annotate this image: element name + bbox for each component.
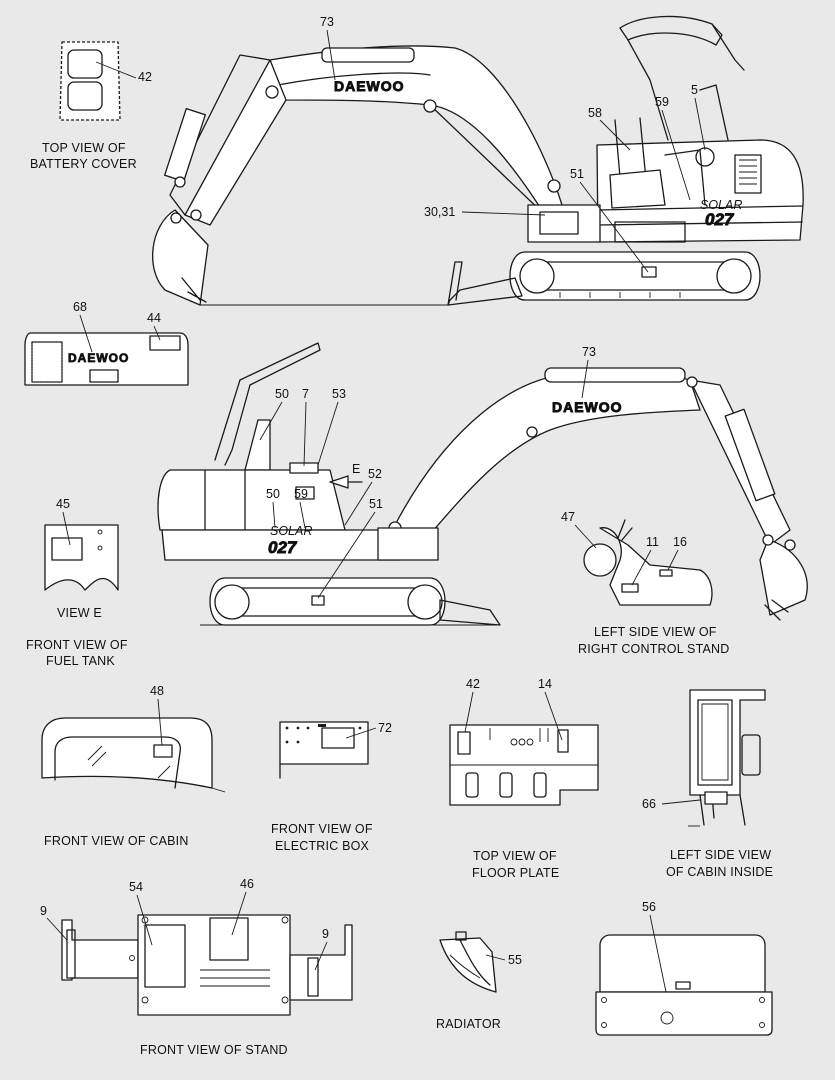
callout-50-upper: 50 [275,387,289,401]
caption-radiator: RADIATOR [436,1017,501,1031]
callout-66: 66 [642,797,656,811]
model-text-side: 027 [268,538,298,557]
cabin-front-view: 48 FRONT VIEW OF CABIN [41,684,226,848]
callout-11: 11 [646,535,659,549]
rear-panel-view: 56 [595,900,773,1036]
caption-ebox-line1: FRONT VIEW OF [271,822,373,836]
caption-fuel-line1: FRONT VIEW OF [26,638,128,652]
excavator-side-view-right: 027 SOLAR E DAEWOO 50 7 53 [157,342,808,626]
caption-cabin-inside-line2: OF CABIN INSIDE [666,865,773,879]
callout-73-top: 73 [320,15,334,29]
caption-stand-line1: LEFT SIDE VIEW OF [594,625,717,639]
caption-stand: FRONT VIEW OF STAND [140,1043,288,1057]
callout-55: 55 [508,953,522,967]
callout-30-31: 30,31 [424,205,455,219]
model-text-top: 027 [705,210,735,229]
callout-48: 48 [150,684,164,698]
callout-42-floor: 42 [466,677,480,691]
battery-cover-view: 42 TOP VIEW OF BATTERY COVER [30,41,152,171]
callout-59-top: 59 [655,95,669,109]
callout-56: 56 [642,900,656,914]
callout-46: 46 [240,877,254,891]
caption-battery-line2: BATTERY COVER [30,157,137,171]
callout-51-side: 51 [369,497,383,511]
callout-42-battery: 42 [138,70,152,84]
radiator-view: 55 RADIATOR [436,931,522,1031]
cabin-inside-view: 66 LEFT SIDE VIEW OF CABIN INSIDE [642,689,773,879]
callout-44: 44 [147,311,161,325]
callout-14: 14 [538,677,552,691]
caption-fuel-line2: FUEL TANK [46,654,115,668]
callout-5: 5 [691,83,698,97]
excavator-side-view-left: 027 SOLAR DAEWOO 73 [152,15,804,306]
stand-front-view: 9 54 46 9 FRONT VIEW OF STAND [40,877,353,1057]
callout-7: 7 [302,387,309,401]
caption-cabin-inside-line1: LEFT SIDE VIEW [670,848,771,862]
daewoo-logo-hood: DAEWOO [68,351,129,365]
caption-view-e: VIEW E [57,606,102,620]
caption-ebox-line2: ELECTRIC BOX [275,839,370,853]
floor-plate-view: 42 14 TOP VIEW OF FLOOR PLATE [449,677,599,880]
svg-text:SOLAR: SOLAR [700,198,742,212]
callout-47: 47 [561,510,575,524]
callout-54: 54 [129,880,143,894]
callout-45: 45 [56,497,70,511]
callout-50-lower: 50 [266,487,280,501]
caption-battery-line1: TOP VIEW OF [42,141,126,155]
callout-68: 68 [73,300,87,314]
daewoo-logo-top: DAEWOO [334,78,405,94]
callout-9-right: 9 [322,927,329,941]
callout-72: 72 [378,721,392,735]
caption-floor-line2: FLOOR PLATE [472,866,559,880]
callout-59-side: 59 [294,487,308,501]
callout-52: 52 [368,467,382,481]
callout-9-left: 9 [40,904,47,918]
view-e-arrow-label: E [352,462,360,476]
callout-53: 53 [332,387,346,401]
callout-16: 16 [673,535,687,549]
engine-hood-view: DAEWOO 68 44 [24,300,189,386]
fuel-tank-view: 45 VIEW E FRONT VIEW OF FUEL TANK [26,497,128,668]
callout-58: 58 [588,106,602,120]
callout-73-side: 73 [582,345,596,359]
electric-box-view: 72 FRONT VIEW OF ELECTRIC BOX [271,721,392,853]
caption-stand-line2: RIGHT CONTROL STAND [578,642,730,656]
svg-text:SOLAR: SOLAR [270,524,312,538]
callout-51-top: 51 [570,167,584,181]
right-control-stand-view: 47 11 16 LEFT SIDE VIEW OF RIGHT CONTROL… [561,510,730,656]
daewoo-logo-side: DAEWOO [552,399,623,415]
caption-cabin: FRONT VIEW OF CABIN [44,834,189,848]
caption-floor-line1: TOP VIEW OF [473,849,557,863]
